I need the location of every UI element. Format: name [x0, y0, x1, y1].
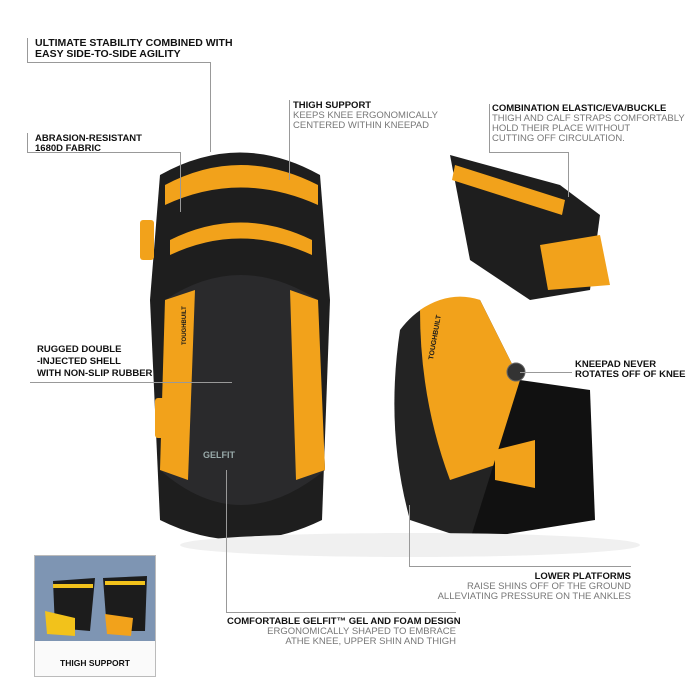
- callout-title: COMBINATION ELASTIC/EVA/BUCKLE: [492, 103, 667, 114]
- inset-thigh-support: THIGH SUPPORT: [34, 555, 156, 677]
- callout-title: EASY SIDE-TO-SIDE AGILITY: [35, 48, 181, 60]
- callout-stability: ULTIMATE STABILITY COMBINED WITH EASY SI…: [35, 38, 233, 60]
- callout-desc: THIGH AND CALF STRAPS COMFORTABLY: [492, 113, 685, 124]
- inset-photo: [35, 556, 155, 641]
- callout-desc: RAISE SHINS OFF OF THE GROUND: [467, 581, 631, 592]
- callout-title: 1680D FABRIC: [35, 143, 101, 154]
- leader-line: [180, 152, 181, 212]
- leader-line: [226, 470, 227, 612]
- inset-caption: THIGH SUPPORT: [60, 658, 130, 668]
- callout-title: WITH NON-SLIP RUBBER: [37, 368, 153, 379]
- callout-title: ULTIMATE STABILITY COMBINED WITH: [35, 37, 233, 49]
- callout-desc: ERGONOMICALLY SHAPED TO EMBRACE: [267, 626, 456, 637]
- callout-straps: COMBINATION ELASTIC/EVA/BUCKLE THIGH AND…: [492, 104, 685, 144]
- side-kneepad: TOUGHBUILT: [394, 155, 610, 540]
- callout-title: ROTATES OFF OF KNEE: [575, 369, 686, 380]
- leader-line: [489, 152, 568, 153]
- callout-title: -INJECTED SHELL: [37, 356, 121, 367]
- callout-thigh-support: THIGH SUPPORT KEEPS KNEE ERGONOMICALLY C…: [293, 101, 438, 131]
- callout-title: ABRASION-RESISTANT: [35, 133, 142, 144]
- leader-line: [210, 62, 211, 152]
- callout-shell: RUGGED DOUBLE -INJECTED SHELL WITH NON-S…: [37, 344, 152, 380]
- front-kneepad: GELFIT TOUGHBUILT: [140, 152, 330, 540]
- leader-line: [27, 133, 28, 153]
- leader-line: [27, 152, 180, 153]
- callout-fabric: ABRASION-RESISTANT 1680D FABRIC: [35, 134, 142, 154]
- callout-title: KNEEPAD NEVER: [575, 359, 657, 370]
- callout-title: RUGGED DOUBLE: [37, 344, 122, 355]
- callout-title: THIGH SUPPORT: [293, 100, 372, 111]
- callout-desc: ATHE KNEE, UPPER SHIN AND THIGH: [285, 636, 456, 647]
- callout-desc: CENTERED WITHIN KNEEPAD: [293, 120, 430, 131]
- leader-line: [226, 612, 456, 613]
- callout-desc: HOLD THEIR PLACE WITHOUT: [492, 123, 631, 134]
- leader-line: [289, 100, 290, 180]
- leader-line: [568, 152, 569, 197]
- callout-platforms: LOWER PLATFORMS RAISE SHINS OFF OF THE G…: [438, 572, 631, 602]
- callout-desc: KEEPS KNEE ERGONOMICALLY: [293, 110, 439, 121]
- leader-line: [409, 505, 410, 566]
- leader-line: [409, 566, 631, 567]
- callout-title: LOWER PLATFORMS: [534, 571, 631, 582]
- leader-line: [27, 62, 211, 63]
- callout-desc: ALLEVIATING PRESSURE ON THE ANKLES: [437, 591, 631, 602]
- leader-line: [27, 38, 28, 63]
- brand-logo-front: TOUGHBUILT: [182, 306, 188, 345]
- leader-line: [520, 372, 572, 373]
- callout-gelfit: COMFORTABLE GELFIT™ GEL AND FOAM DESIGN …: [227, 616, 461, 647]
- callout-desc: CUTTING OFF CIRCULATION.: [492, 133, 625, 144]
- callout-rotation: KNEEPAD NEVER ROTATES OFF OF KNEE: [575, 360, 685, 380]
- leader-line: [30, 382, 232, 383]
- callout-title: COMFORTABLE GELFIT™ GEL AND FOAM DESIGN: [227, 616, 461, 627]
- leader-line: [489, 104, 490, 152]
- gelfit-logo: GELFIT: [203, 450, 235, 460]
